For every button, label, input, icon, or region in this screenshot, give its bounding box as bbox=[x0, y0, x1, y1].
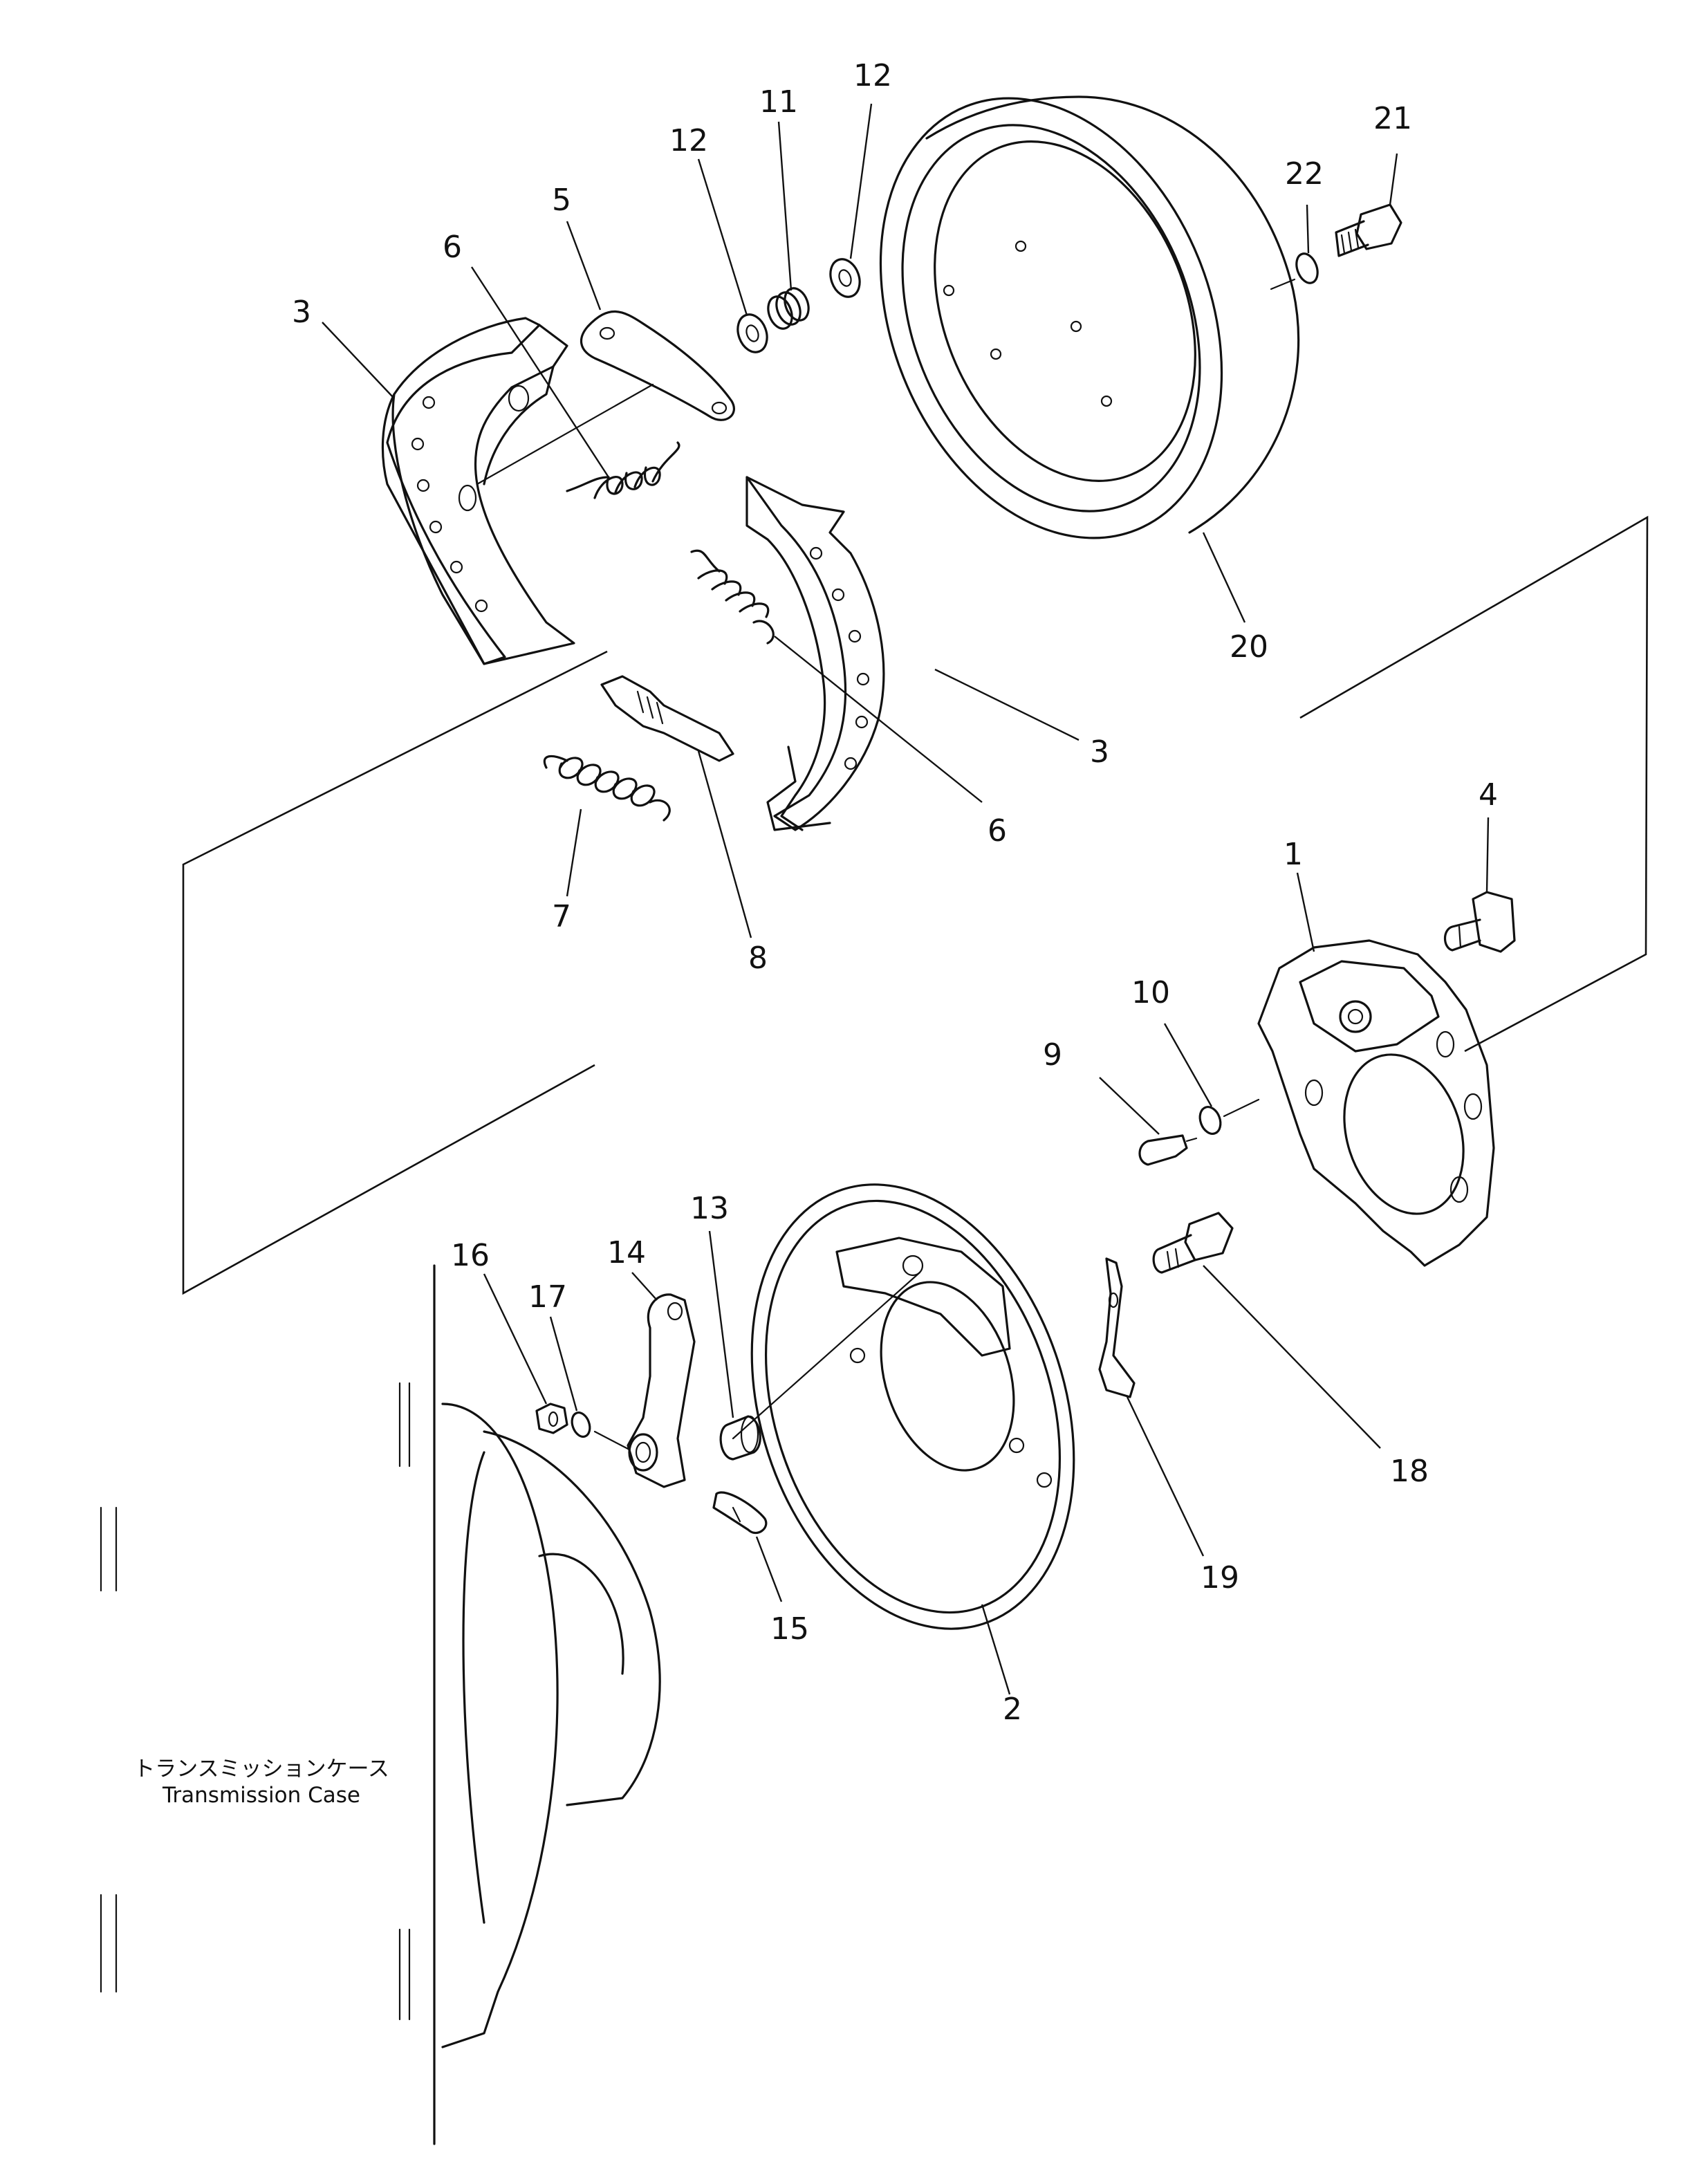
part-3-brake-shoe-upper bbox=[322, 317, 654, 665]
callout-9: 9 bbox=[1043, 1037, 1062, 1073]
callout-19: 19 bbox=[1201, 1560, 1239, 1595]
callout-7: 7 bbox=[552, 899, 571, 934]
callout-14: 14 bbox=[607, 1235, 646, 1270]
callout-3-right: 3 bbox=[1090, 734, 1109, 770]
part-9-bolt bbox=[1099, 1077, 1198, 1166]
part-16-nut bbox=[483, 1273, 568, 1434]
callout-15: 15 bbox=[770, 1611, 809, 1647]
callout-22: 22 bbox=[1285, 156, 1324, 192]
transmission-case bbox=[100, 1264, 661, 2145]
callout-2: 2 bbox=[1003, 1692, 1022, 1727]
callout-17: 17 bbox=[528, 1279, 567, 1315]
callout-4: 4 bbox=[1479, 777, 1498, 813]
part-10-washer bbox=[1163, 1023, 1260, 1135]
callout-11: 11 bbox=[759, 84, 798, 120]
part-12-retainer-left bbox=[697, 158, 768, 353]
part-14-lever bbox=[627, 1272, 696, 1488]
part-4-pin bbox=[1443, 817, 1516, 953]
part-22-washer bbox=[1270, 204, 1319, 290]
callout-5: 5 bbox=[552, 183, 571, 218]
callout-16: 16 bbox=[451, 1238, 490, 1273]
part-17-washer bbox=[549, 1316, 631, 1451]
callout-3-upper: 3 bbox=[292, 295, 311, 330]
callout-12-right: 12 bbox=[853, 58, 892, 93]
transmission-case-caption: トランスミッションケース Transmission Case bbox=[133, 1757, 389, 1808]
callout-6-lower: 6 bbox=[988, 813, 1007, 849]
part-6-spring-lower bbox=[690, 549, 983, 803]
part-18-bolt bbox=[1152, 1212, 1381, 1449]
part-19-bracket bbox=[1098, 1257, 1205, 1557]
part-6-spring-upper bbox=[470, 266, 680, 499]
part-20-brake-drum bbox=[879, 95, 1300, 623]
part-1-anchor-plate bbox=[1257, 872, 1495, 1267]
assembly-guide-lines bbox=[182, 515, 1649, 1295]
part-3-brake-shoe-right bbox=[745, 476, 1080, 831]
part-13-plug bbox=[708, 1230, 761, 1461]
part-2-backing-plate bbox=[732, 1183, 1075, 1695]
part-15-pin bbox=[712, 1491, 783, 1602]
part-21-bolt bbox=[1335, 153, 1402, 257]
part-8-adjuster bbox=[600, 675, 752, 938]
callout-10: 10 bbox=[1131, 975, 1170, 1010]
part-5-link-plate bbox=[566, 221, 735, 421]
callout-6-upper: 6 bbox=[443, 230, 462, 265]
callout-labels: 1 2 3 3 4 5 6 6 7 8 9 10 11 12 12 13 14 … bbox=[292, 58, 1498, 1727]
caption-english: Transmission Case bbox=[162, 1783, 360, 1808]
callout-13: 13 bbox=[690, 1191, 729, 1226]
callout-21: 21 bbox=[1373, 101, 1412, 136]
callout-18: 18 bbox=[1390, 1454, 1429, 1489]
part-11-spring bbox=[767, 121, 810, 330]
part-7-spring bbox=[543, 755, 671, 897]
caption-japanese: トランスミッションケース bbox=[133, 1757, 389, 1782]
callout-20: 20 bbox=[1230, 629, 1268, 665]
callout-8: 8 bbox=[748, 941, 768, 976]
callout-12-left: 12 bbox=[669, 123, 708, 158]
callout-1: 1 bbox=[1284, 837, 1303, 872]
part-12-retainer-right bbox=[829, 103, 873, 298]
